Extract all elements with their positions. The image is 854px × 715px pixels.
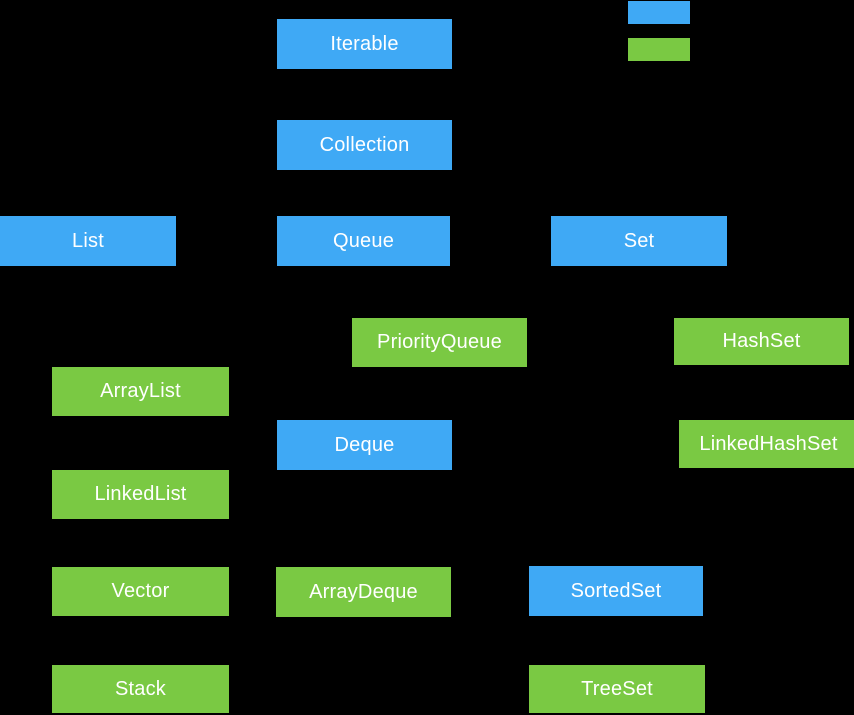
node-vector: Vector [52,567,229,616]
node-queue: Queue [277,216,450,266]
node-set: Set [551,216,727,266]
node-priorityqueue: PriorityQueue [352,318,527,367]
node-stack: Stack [52,665,229,713]
legend-class-swatch [628,38,690,61]
node-sortedset: SortedSet [529,566,703,616]
node-list: List [0,216,176,266]
node-iterable: Iterable [277,19,452,69]
node-arraydeque: ArrayDeque [276,567,451,617]
node-arraylist: ArrayList [52,367,229,416]
node-collection: Collection [277,120,452,170]
node-hashset: HashSet [674,318,849,365]
legend-interface-swatch [628,1,690,24]
node-treeset: TreeSet [529,665,705,713]
node-linkedhashset: LinkedHashSet [679,420,854,468]
node-deque: Deque [277,420,452,470]
node-linkedlist: LinkedList [52,470,229,519]
